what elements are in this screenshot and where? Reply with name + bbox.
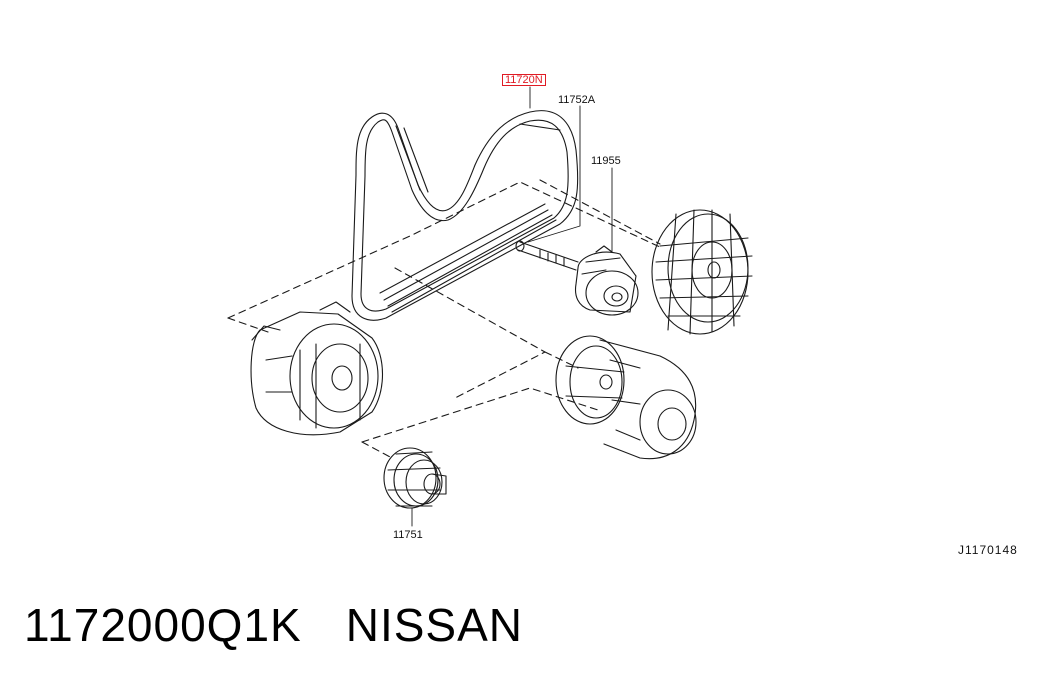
callout-tensioner[interactable]: 11955 [591,155,621,167]
crankshaft-pulley[interactable] [651,209,753,335]
ac-compressor[interactable] [555,335,697,460]
callout-tensioner-bolt[interactable]: 11752A [558,94,596,106]
callout-idler[interactable]: 11751 [393,529,423,541]
brand-name: NISSAN [345,599,523,651]
idler-pulley[interactable] [383,447,447,509]
dashed-guide-lines [227,179,663,459]
leader-lines [411,86,613,527]
alternator[interactable] [250,301,384,436]
drive-belt[interactable] [351,110,579,321]
part-number: 1172000Q1K [24,599,302,651]
tensioner-pulley[interactable] [574,245,639,316]
part-caption: 1172000Q1K NISSAN [24,598,523,652]
callout-belt[interactable]: 11720N [502,74,546,86]
tensioner-bolt[interactable] [515,240,579,271]
diagram-id: J1170148 [958,543,1018,557]
